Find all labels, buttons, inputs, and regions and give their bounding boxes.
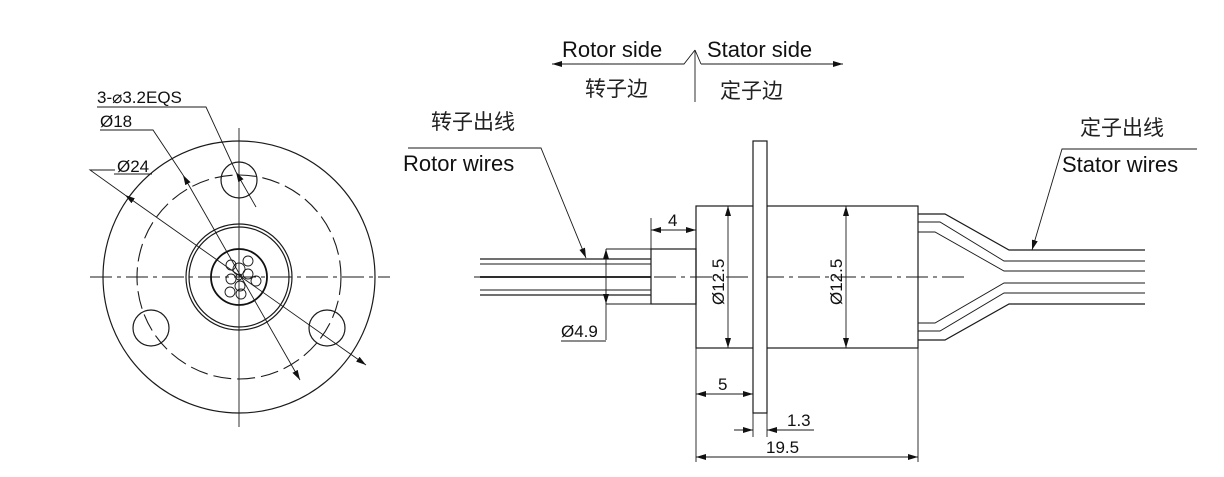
- stator-body-dia-label: Ø12.5: [827, 259, 846, 305]
- rotor-wires: [480, 258, 651, 296]
- stator-wires-label: Stator wires: [1062, 152, 1178, 177]
- dia4-9-label: Ø4.9: [561, 322, 598, 341]
- holes-callout-label: 3-⌀3.2EQS: [97, 88, 182, 107]
- slip-ring-body: [695, 205, 919, 349]
- dim-5-label: 5: [718, 375, 727, 394]
- stator-side-cn-label: 定子边: [720, 79, 783, 103]
- rotor-side-cn-label: 转子边: [585, 77, 648, 101]
- dia18-leader: [100, 129, 184, 176]
- direction-indicator: Rotor side Stator side 转子边 定子边: [552, 37, 843, 103]
- dim-1-3-label: 1.3: [787, 411, 811, 430]
- outer-flange-circle: [102, 140, 376, 414]
- stator-side-label: Stator side: [707, 37, 812, 62]
- side-view: Ø4.9 4 Ø12.5 Ø12.5 5 1.: [474, 140, 1145, 462]
- dim-4-label: 4: [668, 211, 677, 230]
- dia24-label: Ø24: [117, 157, 149, 176]
- mounting-flange: [752, 140, 768, 414]
- rotor-wires-callout: 转子出线 Rotor wires: [403, 110, 587, 259]
- stator-wires: [918, 213, 1145, 341]
- dia24-leader: [88, 169, 126, 196]
- rotor-wires-cn-label: 转子出线: [431, 110, 515, 134]
- dim-19-5-label: 19.5: [766, 438, 799, 457]
- rotor-side-label: Rotor side: [562, 37, 662, 62]
- stator-wires-cn-label: 定子出线: [1080, 116, 1164, 140]
- rotor-wires-label: Rotor wires: [403, 151, 514, 176]
- stator-wires-callout: 定子出线 Stator wires: [1031, 116, 1197, 251]
- dia18-label: Ø18: [100, 112, 132, 131]
- rotor-body-dia-label: Ø12.5: [709, 259, 728, 305]
- holes-leader: [97, 106, 237, 173]
- front-view: Ø24 Ø18 3-⌀3.2EQS: [88, 88, 390, 427]
